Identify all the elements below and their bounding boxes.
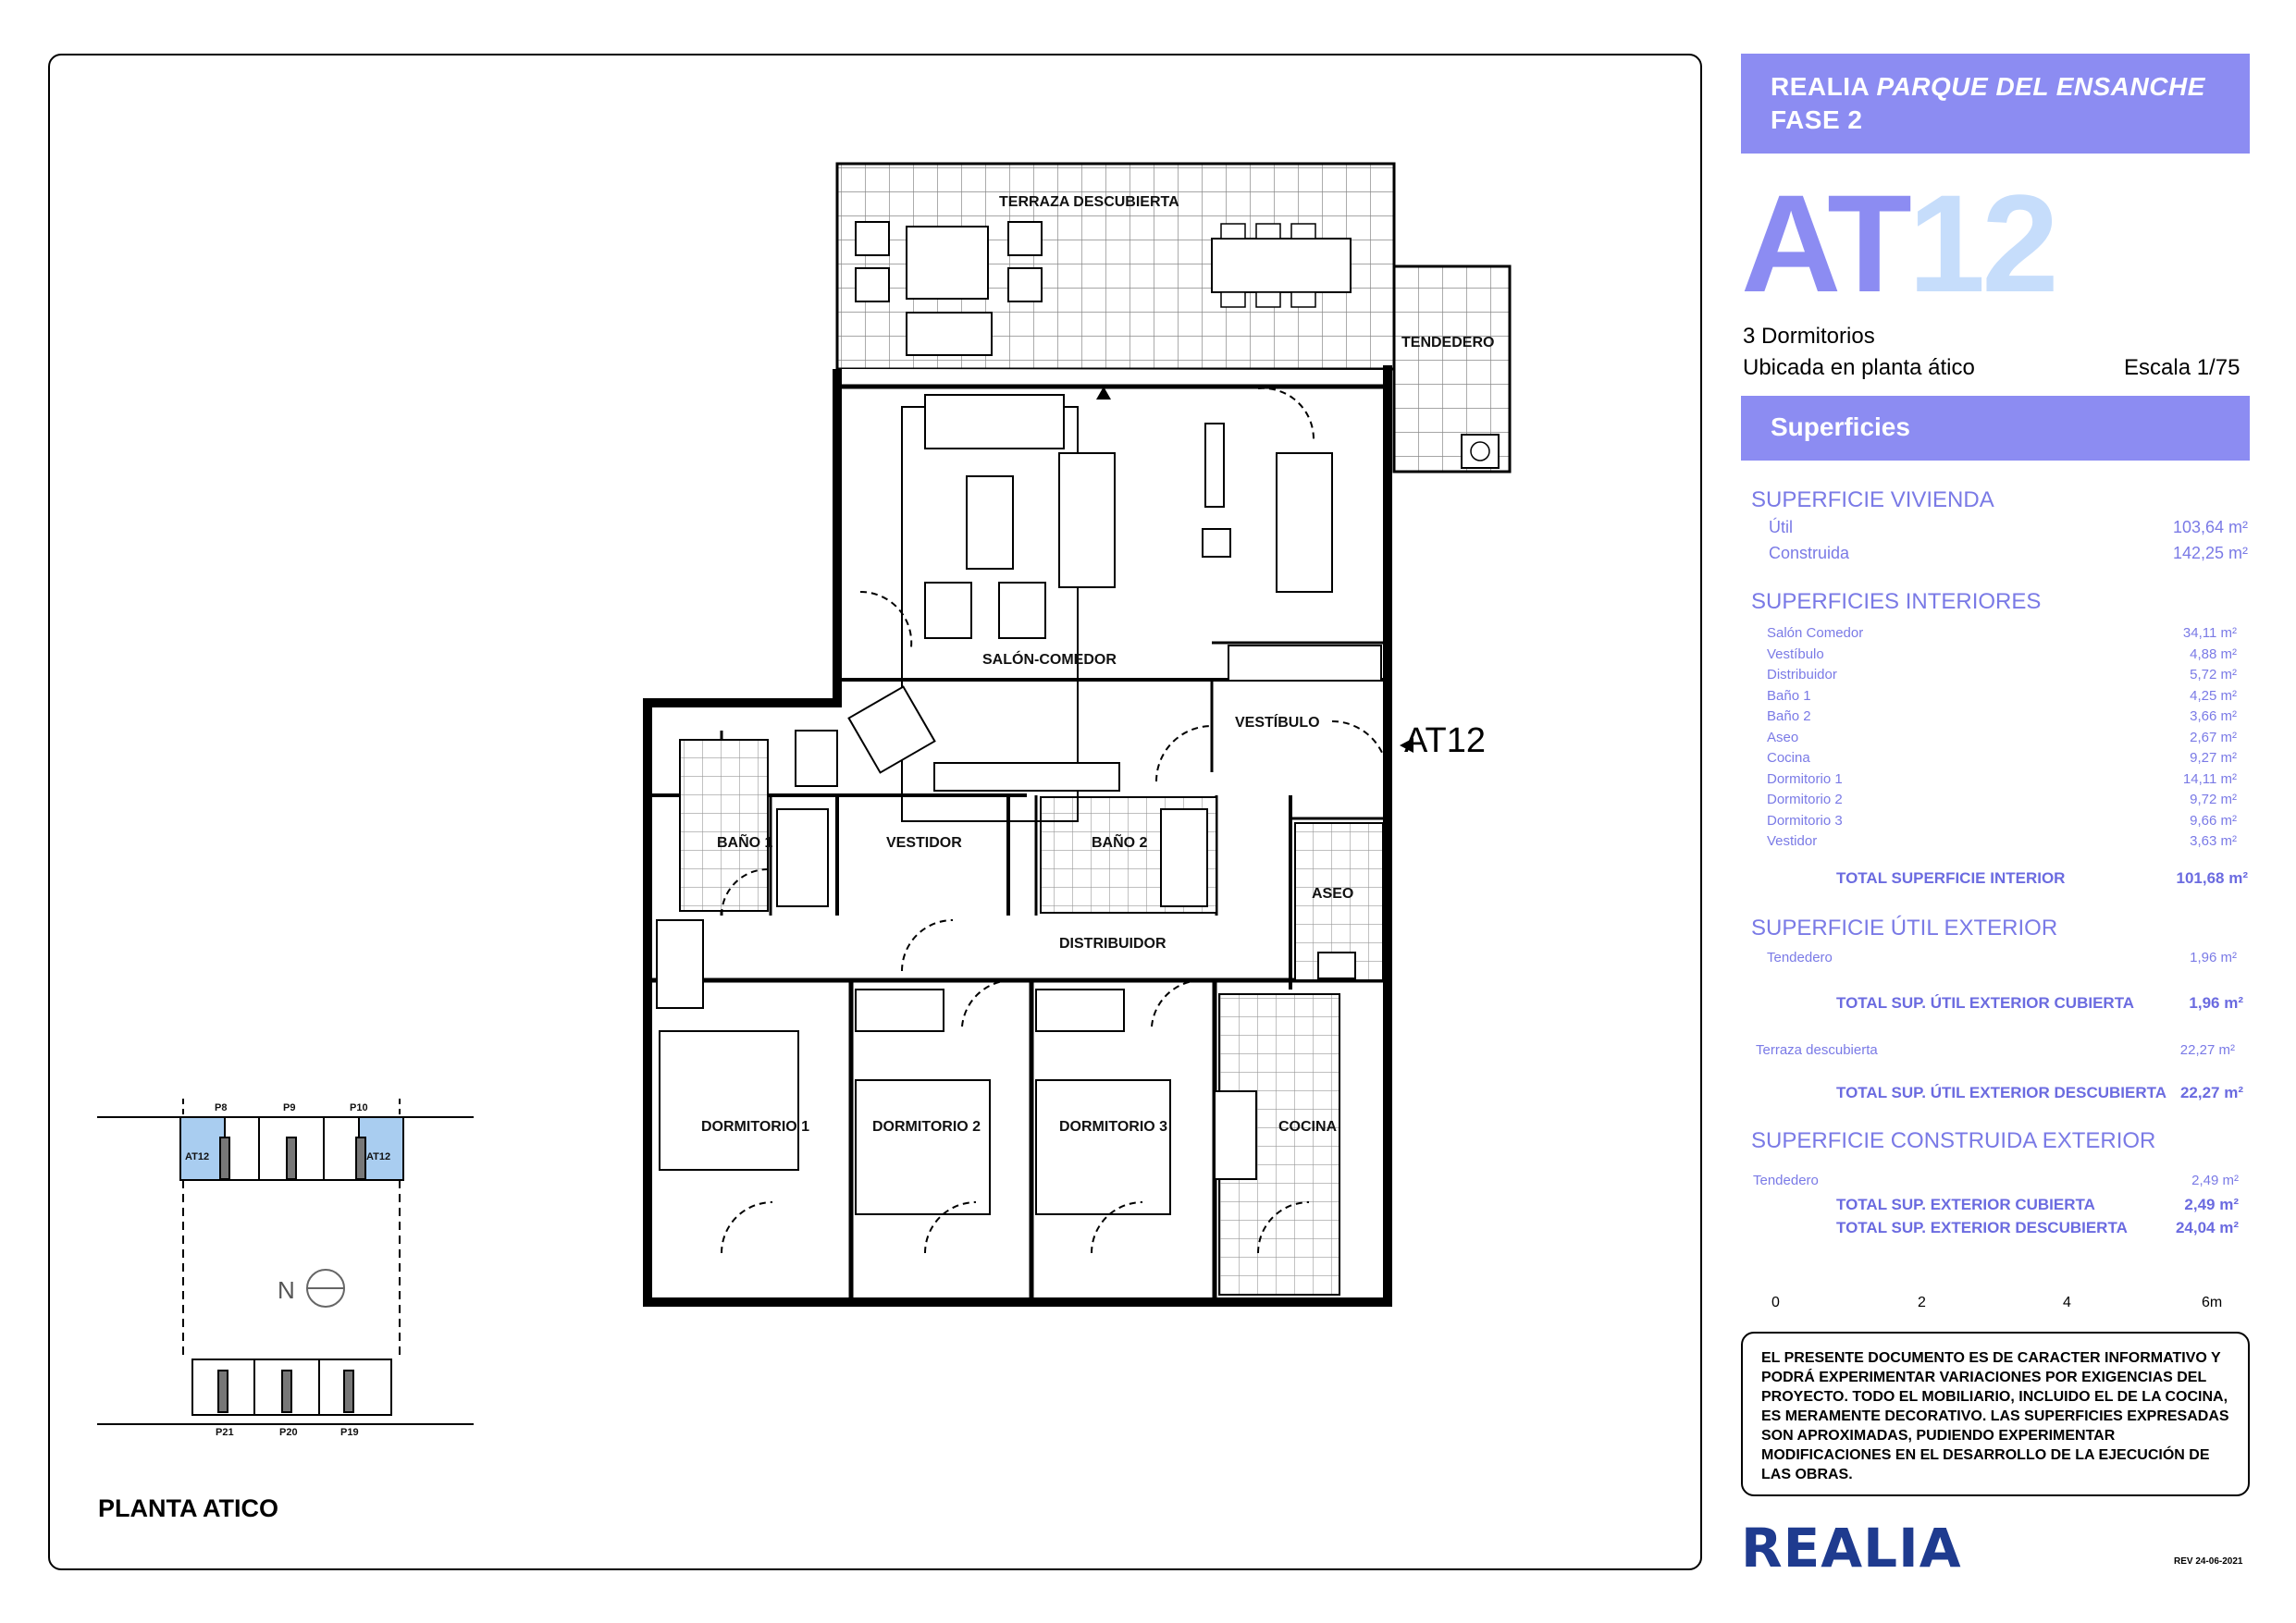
- door-swings: [721, 387, 1389, 1254]
- interior-row-label: Cocina: [1767, 750, 1810, 766]
- interiores-total-value: 101,68 m²: [2176, 869, 2249, 887]
- interiores-title: SUPERFICIES INTERIORES: [1751, 589, 2042, 614]
- interior-row-value: 3,63 m²: [2190, 833, 2237, 849]
- util-terraza-value: 22,27 m²: [2179, 1042, 2235, 1058]
- room-label-terraza: TERRAZA DESCUBIERTA: [999, 194, 1179, 210]
- room-label-vestibulo: VESTÍBULO: [1235, 715, 1320, 731]
- vivienda-title: SUPERFICIE VIVIENDA: [1751, 487, 1994, 512]
- planta-title: PLANTA ATICO: [98, 1494, 278, 1522]
- mini-label-p19: P19: [340, 1427, 359, 1438]
- construida-total-descubierta-value: 24,04 m²: [2175, 1219, 2239, 1236]
- interior-row-label: Baño 1: [1767, 687, 1811, 704]
- construida-total-descubierta-label: TOTAL SUP. EXTERIOR DESCUBIERTA: [1836, 1219, 2128, 1236]
- interior-row-label: Salón Comedor: [1767, 625, 1864, 641]
- scale-label-2: 2: [1918, 1295, 1926, 1310]
- interior-row-value: 9,72 m²: [2190, 792, 2237, 807]
- bedroom-furniture: [656, 730, 1356, 1215]
- interior-row-label: Aseo: [1767, 729, 1799, 745]
- project-name: PARQUE DEL ENSANCHE: [1876, 72, 2205, 101]
- construida-exterior-title: SUPERFICIE CONSTRUIDA EXTERIOR: [1751, 1128, 2156, 1153]
- terrace-area: [835, 162, 1512, 473]
- interior-row-label: Vestidor: [1767, 833, 1818, 849]
- room-label-salon: SALÓN-COMEDOR: [982, 652, 1117, 668]
- disclaimer-box: EL PRESENTE DOCUMENTO ES DE CARACTER INF…: [1741, 1332, 2250, 1496]
- entry-arrow: [1400, 738, 1413, 753]
- bedrooms-count: 3 Dormitorios: [1743, 324, 1875, 349]
- interior-row-value: 14,11 m²: [2182, 770, 2237, 787]
- room-label-bano1: BAÑO 1: [717, 835, 773, 851]
- mini-label-p8: P8: [215, 1102, 228, 1113]
- construida-total-cubierta-value: 2,49 m²: [2184, 1196, 2239, 1213]
- scale-label-0: 0: [1771, 1295, 1780, 1310]
- util-tendedero-label: Tendedero: [1767, 950, 1833, 965]
- project-phase: FASE 2: [1771, 105, 1863, 134]
- util-tendedero-value: 1,96 m²: [2190, 950, 2237, 965]
- interior-row-label: Distribuidor: [1767, 667, 1837, 682]
- construida-total-cubierta-label: TOTAL SUP. EXTERIOR CUBIERTA: [1836, 1196, 2095, 1213]
- room-label-cocina: COCINA: [1278, 1119, 1338, 1135]
- room-label-aseo: ASEO: [1312, 886, 1354, 902]
- unit-code-number: 12: [1907, 166, 2059, 321]
- vivienda-util-label: Útil: [1769, 518, 1793, 536]
- brand-name: REALIA: [1771, 72, 1870, 101]
- entry-unit-tag: AT12: [1404, 721, 1487, 760]
- interior-row-value: 4,88 m²: [2190, 646, 2237, 662]
- interiores-total-label: TOTAL SUPERFICIE INTERIOR: [1836, 869, 2066, 887]
- plan-frame: [48, 54, 1702, 1570]
- util-exterior-title: SUPERFICIE ÚTIL EXTERIOR: [1751, 916, 2058, 941]
- unit-code: AT12: [1741, 174, 2059, 313]
- living-furniture: [847, 394, 1382, 822]
- room-label-dorm2: DORMITORIO 2: [872, 1119, 981, 1135]
- project-header: REALIA PARQUE DEL ENSANCHE FASE 2: [1741, 54, 2250, 154]
- construida-tendedero-label: Tendedero: [1753, 1173, 1819, 1188]
- unit-code-letters: AT: [1741, 166, 1912, 321]
- mini-label-p9: P9: [283, 1102, 296, 1113]
- util-total-cubierta-value: 1,96 m²: [2189, 994, 2243, 1012]
- revision-date: REV 24-06-2021: [2174, 1556, 2243, 1567]
- room-label-tendedero: TENDEDERO: [1401, 335, 1495, 350]
- room-label-vestidor: VESTIDOR: [886, 835, 962, 851]
- interior-row-label: Baño 2: [1767, 708, 1811, 724]
- room-label-dorm3: DORMITORIO 3: [1059, 1119, 1168, 1135]
- location-mini-plan: [97, 1099, 474, 1425]
- interior-row-value: 2,67 m²: [2190, 729, 2237, 745]
- interior-row-value: 9,66 m²: [2190, 812, 2237, 829]
- vivienda-util-value: 103,64 m²: [2172, 518, 2248, 536]
- construida-tendedero-value: 2,49 m²: [2191, 1173, 2239, 1188]
- unit-location: Ubicada en planta ático: [1743, 355, 1975, 380]
- mini-label-p10: P10: [350, 1102, 368, 1113]
- north-label: N: [278, 1276, 295, 1304]
- vivienda-construida-value: 142,25 m²: [2172, 544, 2248, 562]
- interior-row-label: Vestíbulo: [1767, 646, 1824, 662]
- mini-label-p20: P20: [279, 1427, 298, 1438]
- unit-scale: Escala 1/75: [2124, 355, 2240, 380]
- util-terraza-label: Terraza descubierta: [1756, 1042, 1878, 1058]
- util-total-descubierta-label: TOTAL SUP. ÚTIL EXTERIOR DESCUBIERTA: [1836, 1084, 2167, 1101]
- util-total-descubierta-value: 22,27 m²: [2179, 1084, 2243, 1101]
- mini-unit-right: AT12: [366, 1151, 391, 1162]
- room-label-dorm1: DORMITORIO 1: [701, 1119, 810, 1135]
- vivienda-construida-label: Construida: [1769, 544, 1850, 562]
- room-label-distribuidor: DISTRIBUIDOR: [1059, 936, 1167, 952]
- interior-row-label: Dormitorio 3: [1767, 812, 1843, 829]
- room-label-bano2: BAÑO 2: [1092, 835, 1148, 851]
- interior-row-value: 34,11 m²: [2182, 625, 2237, 641]
- interior-row-label: Dormitorio 1: [1767, 770, 1843, 787]
- realia-logo: REALIA: [1741, 1517, 1962, 1580]
- util-total-cubierta-label: TOTAL SUP. ÚTIL EXTERIOR CUBIERTA: [1836, 994, 2135, 1012]
- interior-row-value: 5,72 m²: [2190, 667, 2237, 682]
- interior-row-label: Dormitorio 2: [1767, 792, 1843, 807]
- superficies-header: Superficies: [1741, 396, 2250, 461]
- interior-row-value: 3,66 m²: [2190, 708, 2237, 724]
- walls: [643, 365, 1392, 1307]
- interior-row-value: 9,27 m²: [2190, 750, 2237, 766]
- scale-label-6m: 6m: [2202, 1295, 2223, 1310]
- mini-label-p21: P21: [216, 1427, 234, 1438]
- floor-plan-drawing: [97, 162, 1512, 1425]
- north-marker-arrow: [1096, 387, 1111, 400]
- interior-row-value: 4,25 m²: [2190, 687, 2237, 704]
- mini-unit-left: AT12: [185, 1151, 210, 1162]
- scale-label-4: 4: [2063, 1295, 2071, 1310]
